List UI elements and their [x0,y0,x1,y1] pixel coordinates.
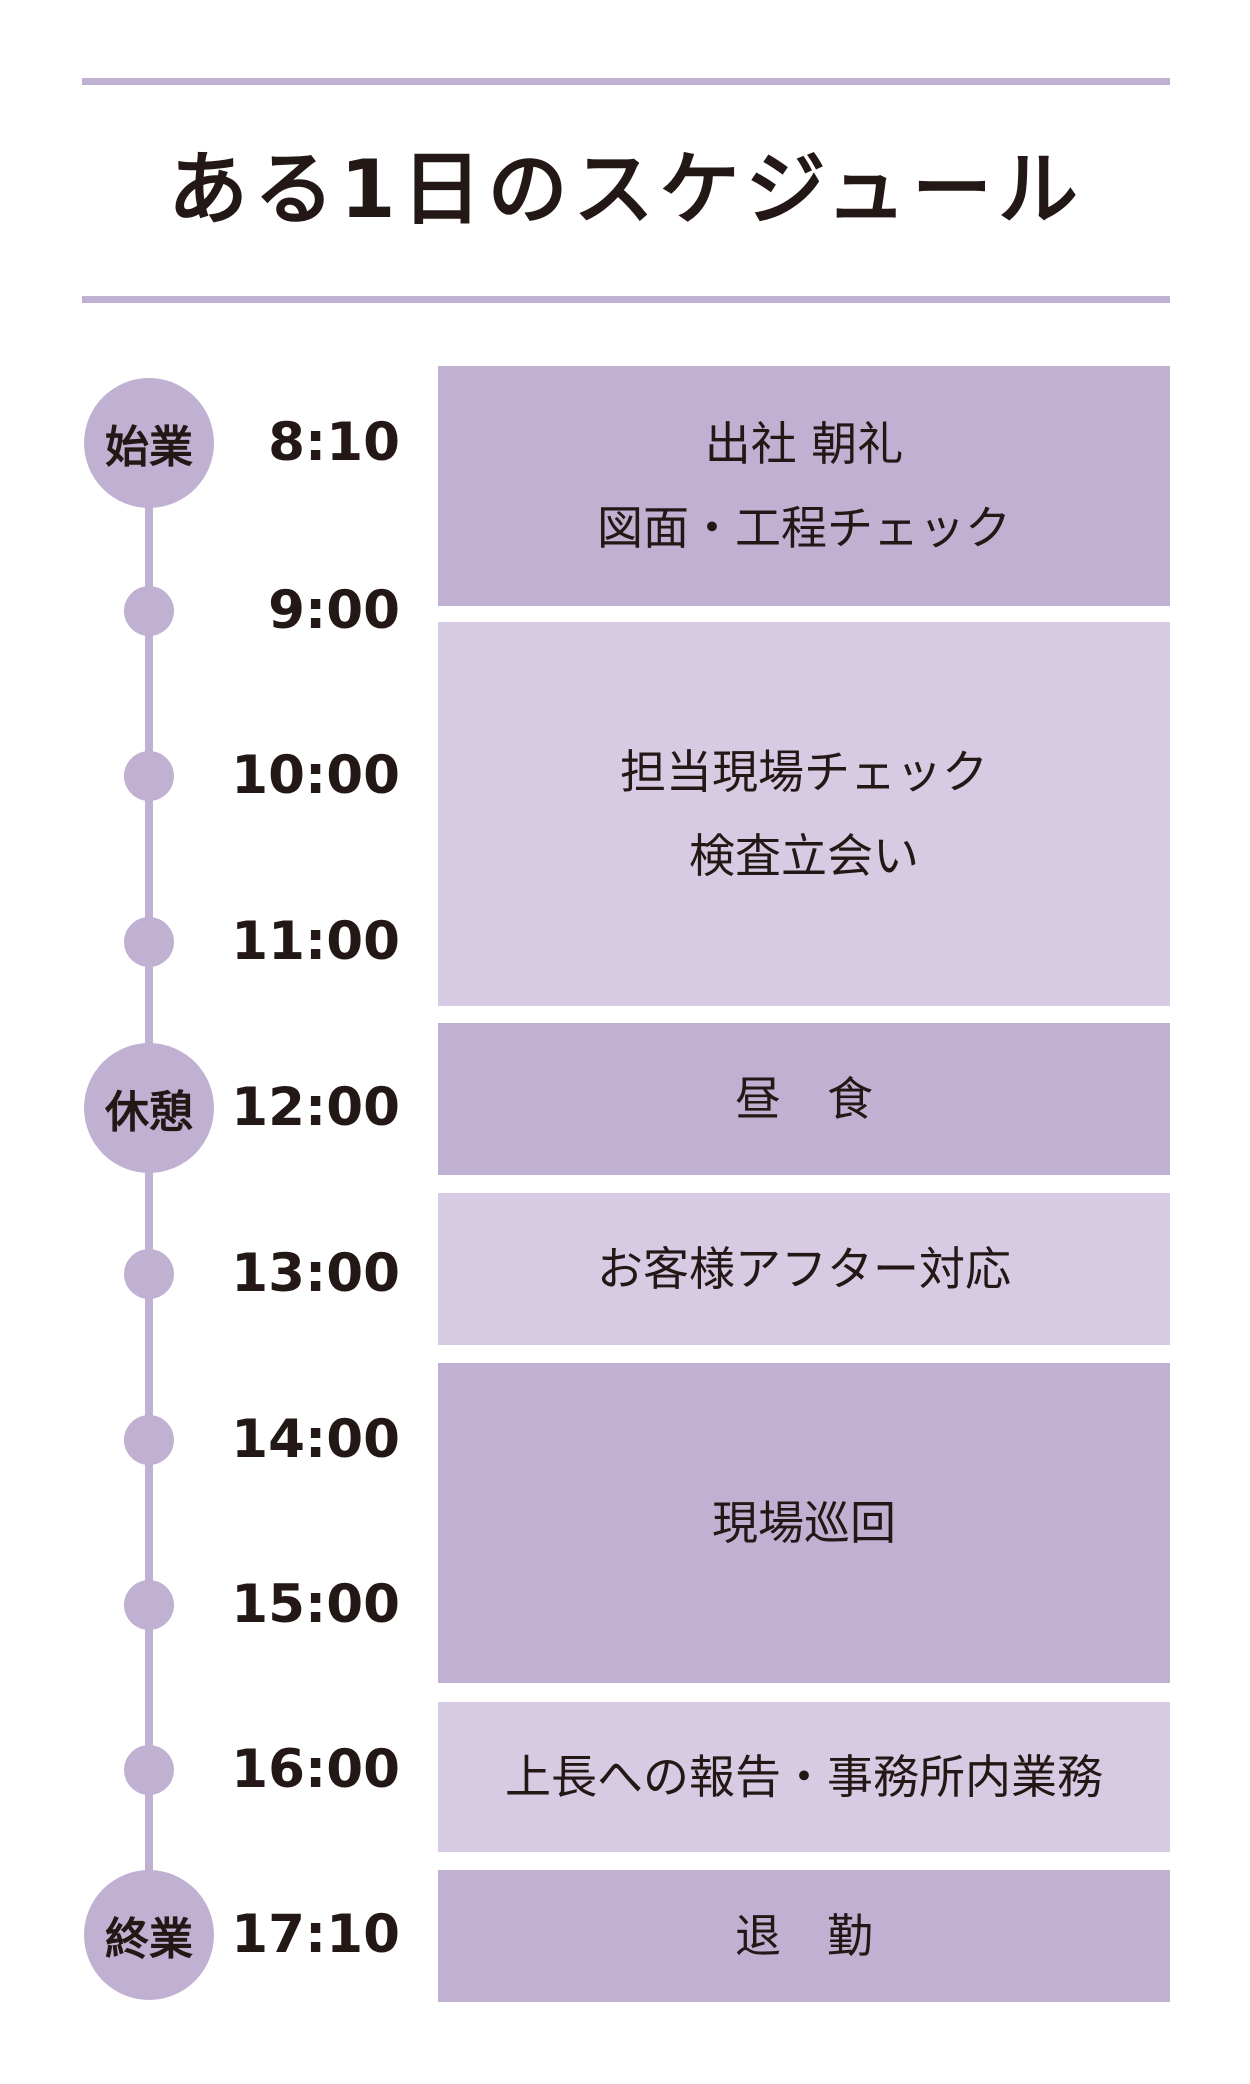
time-label: 12:00 [231,1077,400,1138]
schedule-block-after-service: お客様アフター対応 [438,1193,1170,1345]
timeline-dot [124,1745,174,1795]
time-label: 9:00 [268,580,400,641]
marker-end: 終業 [84,1870,214,2000]
time-label: 10:00 [231,745,400,806]
time-label: 16:00 [231,1739,400,1800]
schedule-block-site-check: 担当現場チェック 検査立会い [438,622,1170,1006]
schedule-block-report: 上長への報告・事務所内業務 [438,1702,1170,1852]
block-text: 図面・工程チェック [597,501,1011,555]
schedule-block-site-patrol: 現場巡回 [438,1363,1170,1683]
timeline-line [145,440,153,1940]
time-label: 13:00 [231,1243,400,1304]
block-text: 上長への報告・事務所内業務 [505,1750,1103,1804]
time-label: 14:00 [231,1409,400,1470]
marker-start: 始業 [84,378,214,508]
title-rule-bottom [82,296,1170,303]
block-text: 担当現場チェック [620,745,988,799]
page-title: ある1日のスケジュール [167,143,1085,236]
timeline-dot [124,917,174,967]
block-text: 昼 食 [735,1072,873,1126]
block-text: 現場巡回 [712,1496,896,1550]
block-text: 出社 朝礼 [704,417,904,471]
marker-end-label: 終業 [105,1914,193,1965]
timeline-dot [124,586,174,636]
marker-break: 休憩 [84,1043,214,1173]
block-text: お客様アフター対応 [597,1242,1011,1296]
title-rule-top [82,78,1170,85]
schedule-block-morning: 出社 朝礼 図面・工程チェック [438,366,1170,606]
block-text: 退 勤 [735,1909,873,1963]
time-label: 8:10 [268,412,400,473]
time-label: 17:10 [231,1904,400,1965]
marker-start-label: 始業 [105,422,193,473]
schedule-block-leave: 退 勤 [438,1870,1170,2002]
block-text: 検査立会い [689,829,919,883]
timeline-dot [124,1580,174,1630]
timeline-dot [124,1249,174,1299]
time-label: 15:00 [231,1574,400,1635]
marker-break-label: 休憩 [105,1087,193,1138]
time-label: 11:00 [231,911,400,972]
timeline-dot [124,1415,174,1465]
timeline-dot [124,751,174,801]
schedule-block-lunch: 昼 食 [438,1023,1170,1175]
